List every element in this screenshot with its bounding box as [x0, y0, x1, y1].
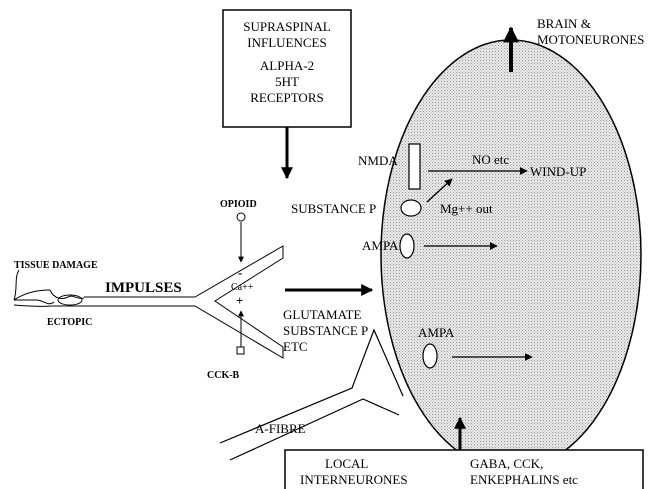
a-fibre-label: A-FIBRE: [255, 421, 306, 436]
ampa-lower-receptor: [422, 343, 438, 369]
cck-b-label: CCK-B: [207, 370, 240, 381]
transmitters-line3: ETC: [283, 339, 308, 354]
supraspinal-line2: INFLUENCES: [247, 35, 326, 50]
ampa-lower-label: AMPA: [418, 325, 455, 340]
brain-label-line2: MOTONEURONES: [537, 32, 644, 47]
supraspinal-influences-box: SUPRASPINAL INFLUENCES ALPHA-2 5HT RECEP…: [222, 9, 352, 128]
impulses-label: IMPULSES: [105, 280, 182, 296]
opioid-receptor: [236, 212, 246, 222]
ectopic-site: [57, 294, 83, 306]
mg-out-label: Mg++ out: [440, 201, 493, 216]
ectopic-label: ECTOPIC: [47, 317, 92, 328]
no-etc-label: NO etc: [472, 152, 509, 167]
ampa-upper-label: AMPA: [362, 238, 399, 253]
local-line1: LOCAL: [325, 456, 368, 471]
wind-up-label: WIND-UP: [530, 164, 586, 179]
tissue-damage-label: TISSUE DAMAGE: [14, 260, 98, 271]
dorsal-horn-neurone: [380, 39, 642, 471]
brain-label-line1: BRAIN &: [537, 16, 591, 31]
ampa-upper-receptor: [399, 233, 415, 259]
calcium-label: Ca++: [231, 282, 254, 293]
nmda-receptor: [408, 143, 421, 190]
transmitters-line1: GLUTAMATE: [283, 307, 361, 322]
substance-p-receptor: [400, 199, 422, 217]
supraspinal-line1: SUPRASPINAL: [243, 19, 330, 34]
a-fibre: [219, 328, 404, 461]
opioid-label: OPIOID: [220, 199, 257, 210]
substance-p-label: SUBSTANCE P: [291, 201, 376, 216]
supraspinal-line3: ALPHA-2: [260, 58, 314, 73]
minus-sign: -: [238, 265, 242, 280]
supraspinal-line4: 5HT: [275, 74, 299, 89]
local-interneurones-box: LOCAL INTERNEURONES GABA, CCK, ENKEPHALI…: [284, 449, 644, 489]
supraspinal-line5: RECEPTORS: [250, 90, 323, 105]
plus-sign: +: [236, 293, 243, 308]
local-line2: INTERNEURONES: [300, 472, 408, 487]
gaba-cck-line: GABA, CCK,: [470, 456, 543, 471]
enkephalins-line: ENKEPHALINS etc: [470, 472, 578, 487]
nmda-label: NMDA: [358, 153, 398, 168]
mg-out-arrow: [426, 178, 453, 203]
transmitters-line2: SUBSTANCE P: [283, 323, 368, 338]
cck-b-receptor: [236, 346, 245, 355]
primary-afferent-fibre: [13, 245, 284, 359]
